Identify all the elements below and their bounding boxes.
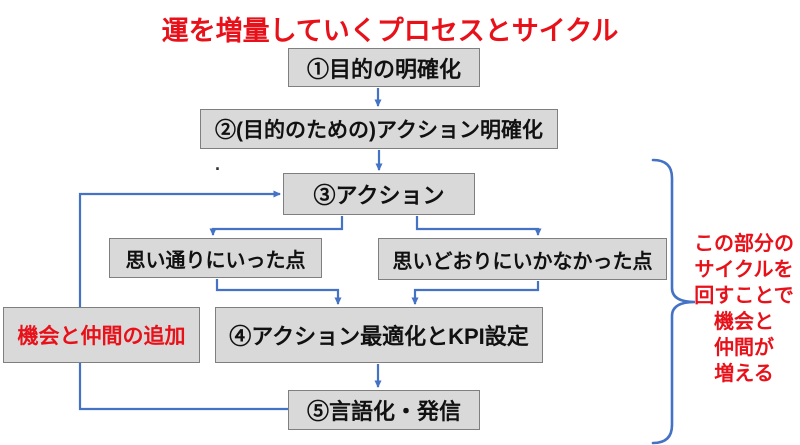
feedback-loop-step5-to-step3: [78, 190, 288, 411]
cycle-annotation-line: サイクルを: [694, 259, 794, 281]
node-went-wrong: 思いどおりにいかなかった点: [378, 238, 667, 280]
stray-dot: .: [215, 154, 221, 174]
node-step1: ①目的の明確化: [288, 48, 480, 87]
arrow-went-wrong-to-step4: [411, 281, 540, 305]
cycle-annotation: この部分の サイクルを 回すことで 機会と 仲間が 増える: [686, 231, 800, 387]
node-opportunity-label: 機会と仲間の追加: [17, 325, 186, 348]
node-step3-label: ③アクション: [313, 183, 445, 208]
node-went-well: 思い通りにいった点: [109, 238, 322, 278]
cycle-annotation-line: 増える: [714, 363, 774, 385]
node-step4: ④アクション最適化とKPI設定: [215, 307, 543, 363]
arrow-step3-to-went-well: [209, 216, 344, 236]
node-step1-label: ①目的の明確化: [306, 56, 461, 82]
node-step3: ③アクション: [283, 173, 475, 215]
page-title: 運を増量していくプロセスとサイクル: [161, 16, 619, 46]
node-step5: ⑤言語化・発信: [288, 390, 480, 430]
arrow-went-well-to-step4: [215, 279, 342, 305]
cycle-annotation-line: 仲間が: [714, 337, 774, 359]
node-step5-label: ⑤言語化・発信: [306, 399, 461, 424]
node-opportunity: 機会と仲間の追加: [3, 307, 200, 363]
cycle-annotation-line: 回すことで: [694, 285, 794, 307]
node-went-well-label: 思い通りにいった点: [125, 249, 306, 272]
cycle-annotation-line: この部分の: [694, 233, 794, 255]
node-step4-label: ④アクション最適化とKPI設定: [229, 324, 529, 349]
cycle-annotation-line: 機会と: [714, 311, 774, 333]
arrow-step3-to-went-wrong: [415, 216, 542, 236]
node-step2: ②(目的のための)アクション明確化: [200, 109, 558, 149]
node-step2-label: ②(目的のための)アクション明確化: [215, 119, 543, 142]
node-went-wrong-label: 思いどおりにいかなかった点: [392, 250, 653, 273]
